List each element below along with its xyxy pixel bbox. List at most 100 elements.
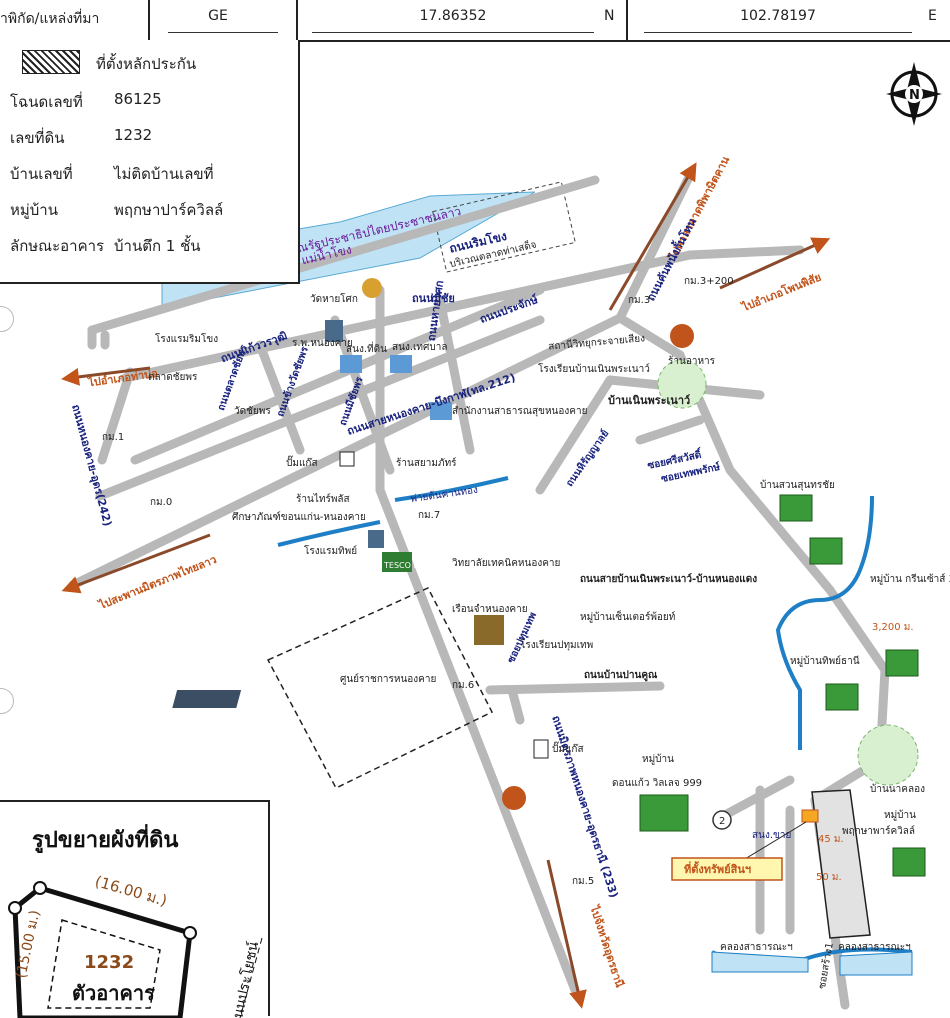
- road-network: [68, 170, 890, 1010]
- north-arrow-icon: N: [886, 62, 942, 126]
- source-value: GE: [208, 8, 228, 24]
- label-gas-station-2: ปั๊มแก๊ส: [552, 741, 584, 755]
- label-dist-50: 50 ม.: [816, 872, 842, 883]
- label-public-canal-2: คลองสาธารณะฯ: [838, 942, 911, 953]
- label-km-6: กม.6: [452, 680, 474, 691]
- label-thai-plus: ร้านไทร์พลัส: [296, 493, 350, 505]
- label-hotel-thip: โรงแรมทิพย์: [304, 544, 357, 557]
- label-ban-suan: บ้านสวนสุนทรชัย: [760, 479, 835, 491]
- label-km-7: กม.7: [418, 510, 440, 521]
- misc-icons: [325, 278, 732, 830]
- green-area-noen: [657, 359, 707, 409]
- header-bar: ำพิกัด/แหล่งที่มา GE 17.86352 N 102.7819…: [0, 0, 950, 42]
- label-to-phonphisai: ไปอำเภอโพนพิสัย: [738, 270, 823, 315]
- label-thip-thani: หมู่บ้านทิพย์ธานี: [790, 655, 860, 667]
- label-market-chaiyaporn: ตลาดชัยพร: [148, 372, 198, 383]
- label-km-1: กม.1: [102, 432, 124, 443]
- legend-label: ที่ตั้งหลักประกัน: [96, 55, 197, 73]
- label-road-meechai: ถนนมีชัย: [412, 292, 455, 305]
- label-donkaew-name: ดอนแก้ว วิลเลจ 999: [612, 777, 702, 789]
- property-callout-label: ที่ตั้งทรัพย์สินฯ: [684, 861, 751, 876]
- latitude-value: 17.86352: [419, 8, 487, 24]
- info-value: 86125: [114, 90, 162, 108]
- info-key: เลขที่ดิน: [10, 129, 65, 147]
- longitude-direction: E: [928, 8, 937, 24]
- label-bridge: พ่ายต้นคานทอง: [410, 484, 479, 505]
- inset-road: ถนนประโยชน์: [227, 940, 262, 1018]
- label-gas-station-1: ปั๊มแก๊ส: [286, 455, 318, 469]
- label-to-udon: ไปจังหวัดอุดรธานี: [586, 902, 627, 990]
- property-callout-box: [671, 857, 783, 881]
- label-dist-45: 45 ม.: [818, 834, 844, 845]
- label-sno-khai: สนง.ขาย: [752, 830, 791, 841]
- latitude-direction: N: [604, 8, 615, 24]
- compass-letter: N: [909, 88, 920, 103]
- property-callout-line: [739, 821, 807, 863]
- label-pruksa-label: หมู่บ้าน: [884, 809, 916, 821]
- hatched-legend-icon: [22, 50, 80, 74]
- label-public-health: สำนักงานสาธารณสุขหนองคาย: [452, 406, 587, 417]
- govt-center-box: [266, 587, 494, 789]
- property-marker: [801, 809, 819, 823]
- label-municipal-office: สนง.เทศบาล: [392, 342, 447, 353]
- label-land-office: สนง.ที่ดิน: [346, 341, 387, 355]
- inset-width-dim: (16.00 ม.): [93, 872, 169, 910]
- label-public-canal-1: คลองสาธารณะฯ: [720, 942, 793, 953]
- label-km-3: กม.3: [628, 295, 650, 306]
- label-km-3-200: กม.3+200: [684, 276, 734, 287]
- label-donkaew-label: หมู่บ้าน: [642, 753, 674, 765]
- land-plan-drawing: (16.00 ม.) (15.00 ม.) 1232 ตัวอาคาร ถนนป…: [8, 872, 263, 1018]
- label-wat-chaiyaporn: วัดชัยพร: [234, 406, 271, 417]
- label-radio-station: สถานีวิทยุกระจายเสียง: [548, 332, 646, 352]
- village-icons: [639, 494, 926, 877]
- inset-title: รูปขยายผังที่ดิน: [32, 827, 179, 853]
- latitude-underline: [312, 32, 594, 33]
- label-circle-2: 2: [719, 816, 725, 827]
- direction-arrows: [61, 162, 831, 1009]
- govt-building-icon: [172, 690, 242, 708]
- property-info-panel: ที่ตั้งหลักประกัน โฉนดเลขที่ 86125 เลขที…: [0, 40, 300, 284]
- info-value: ไม่ติดบ้านเลขที่: [114, 165, 214, 183]
- label-soi-sang-1: ซอยสร้าง1: [816, 942, 836, 990]
- inset-lot-number: 1232: [84, 952, 134, 973]
- info-key: ลักษณะอาคาร: [10, 237, 105, 255]
- green-area-naklong: [857, 724, 919, 786]
- pruksa-village-block: [811, 789, 871, 939]
- info-value: บ้านตึก 1 ชั้น: [114, 237, 201, 255]
- longitude-underline: [644, 32, 912, 33]
- label-khon-kaen-study: ศึกษาภัณฑ์ขอนแก่น-หนองคาย: [232, 511, 366, 523]
- market-area-box: [432, 181, 576, 273]
- label-road-chang-wat: ถนนข้างวัดชัยพร: [274, 344, 311, 418]
- label-soi-pathum: ซอยปทุมเทพ: [505, 610, 539, 665]
- source-underline: [168, 32, 278, 33]
- label-ban-noen: บ้านเนินพระเนาว์: [608, 394, 690, 407]
- info-key: หมู่บ้าน: [10, 201, 58, 219]
- canal-pond: [711, 951, 809, 973]
- info-key: บ้านเลขที่: [10, 165, 73, 183]
- label-green-south-3: หมู่บ้าน กรีนเซ้าส์ 3: [870, 573, 950, 585]
- canal-pond-right: [839, 951, 913, 976]
- coord-label-cell: ำพิกัด/แหล่งที่มา: [0, 0, 150, 40]
- label-tech-college: วิทยาลัยเทคนิคหนองคาย: [452, 558, 561, 569]
- inset-building: ตัวอาคาร: [72, 981, 155, 1005]
- label-road-nongkhai-bungkan: ถนนสายหนองคาย-บึงกาฬ(ทล.212): [345, 371, 517, 438]
- label-road-main-udon: ถนนมิตรภาพหนองคาย-อุดรธานี (233): [548, 714, 620, 900]
- info-key: โฉนดเลขที่: [10, 93, 83, 111]
- label-distance-3200: 3,200 ม.: [872, 622, 914, 633]
- label-km-0: กม.0: [150, 497, 172, 508]
- label-center-point: หมู่บ้านเซ็นเตอร์พ้อยท์: [580, 609, 675, 623]
- label-hospital: ร.พ.หนองคาย: [292, 338, 353, 349]
- label-restaurant: ร้านอาหาร: [668, 355, 716, 367]
- label-school-pathum: โรงเรียนปทุมเทพ: [520, 638, 593, 651]
- longitude-value: 102.78197: [740, 8, 816, 24]
- coord-label: ำพิกัด/แหล่งที่มา: [0, 11, 100, 27]
- longitude-cell: 102.78197 E: [628, 0, 950, 40]
- label-siam-shop: ร้านสยามภัทร์: [396, 457, 457, 469]
- latitude-cell: 17.86352 N: [298, 0, 628, 40]
- label-road-ban-pankhun: ถนนบ้านปานคูณ: [584, 669, 658, 682]
- label-hotel-rimkhong: โรงแรมริมโขง: [155, 332, 218, 345]
- label-school-noen: โรงเรียนบ้านเนินพระเนาว์: [538, 362, 650, 375]
- label-road-nongkhai-udon: ถนนหนองคาย-อุดร(242): [68, 403, 114, 528]
- info-value: พฤกษาปาร์ควิลล์: [114, 201, 224, 219]
- label-tesco: TESCO Lotus: [383, 561, 435, 570]
